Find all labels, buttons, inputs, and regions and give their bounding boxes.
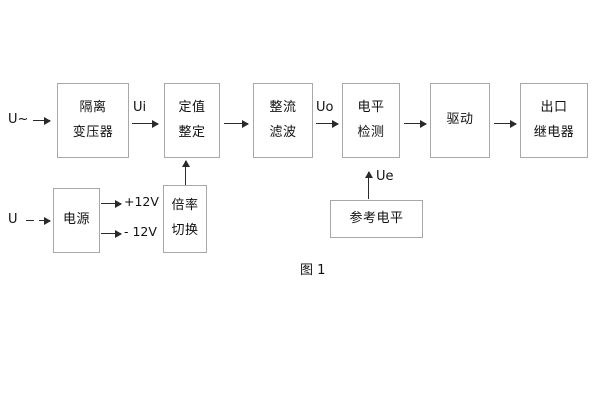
block-multiplier-switch-line1: 倍率 (171, 198, 199, 214)
input-dc-label: U (8, 212, 18, 227)
block-output-relay-line2: 继电器 (533, 124, 575, 140)
block-setting-value-line2: 整定 (178, 124, 206, 140)
block-level-detect-line2: 检测 (357, 124, 385, 140)
block-isolation-transformer: 隔离 变压器 (57, 83, 129, 158)
block-reference-level: 参考电平 (330, 200, 423, 238)
signal-uo-label: Uo (316, 100, 334, 115)
arrow-power-supply-positive-rail (101, 199, 122, 208)
arrow-multiplier-switch-to-setting-value (181, 160, 190, 185)
signal-ui-label: Ui (133, 100, 147, 115)
block-rectify-filter: 整流 滤波 (253, 83, 313, 158)
arrow-dc-input-to-power-supply (39, 216, 51, 225)
block-power-supply-line1: 电源 (62, 212, 90, 228)
arrow-reference-level-to-level-detect (364, 171, 373, 199)
input-ac-label: U~ (8, 112, 29, 127)
block-rectify-filter-line2: 滤波 (269, 124, 297, 140)
arrow-isolation-transformer-to-setting-value (132, 119, 159, 128)
arrow-setting-value-to-rectify-filter (224, 119, 249, 128)
block-output-relay: 出口 继电器 (520, 83, 588, 158)
arrow-power-supply-negative-rail (101, 229, 122, 238)
block-setting-value: 定值 整定 (164, 83, 220, 158)
figure-caption: 图 1 (300, 263, 326, 278)
block-power-supply: 电源 (53, 188, 100, 253)
arrow-level-detect-to-drive (404, 119, 427, 128)
signal-ue-label: Ue (376, 169, 394, 184)
arrow-rectify-filter-to-level-detect (316, 119, 339, 128)
block-isolation-transformer-line2: 变压器 (72, 124, 114, 140)
block-level-detect: 电平 检测 (342, 83, 400, 158)
rail-negative-label: - 12V (124, 224, 157, 239)
block-reference-level-line1: 参考电平 (349, 210, 404, 226)
block-setting-value-line1: 定值 (178, 99, 206, 115)
block-multiplier-switch: 倍率 切换 (163, 185, 207, 253)
block-multiplier-switch-line2: 切换 (171, 223, 199, 238)
block-isolation-transformer-line1: 隔离 (79, 99, 107, 115)
rail-positive-label: +12V (124, 194, 159, 209)
block-drive: 驱动 (430, 83, 490, 158)
block-output-relay-line1: 出口 (540, 99, 568, 115)
arrow-ac-input-to-isolation-transformer (33, 116, 51, 125)
block-rectify-filter-line1: 整流 (269, 99, 297, 115)
block-drive-line1: 驱动 (446, 112, 474, 128)
block-level-detect-line1: 电平 (357, 99, 385, 115)
arrow-drive-to-output-relay (494, 119, 517, 128)
input-dc-dash-segment-1 (26, 220, 34, 221)
